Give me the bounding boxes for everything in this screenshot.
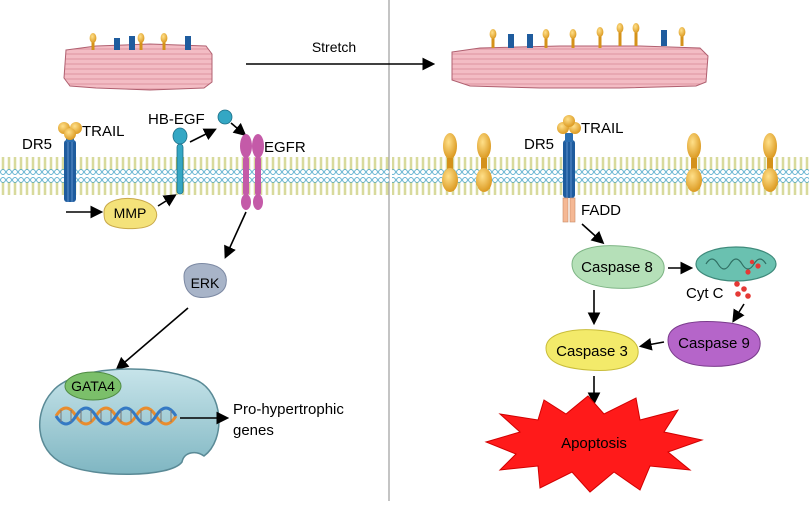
caspase3-node: Caspase 3 [545,329,639,371]
caspase3-label: Caspase 3 [556,343,628,360]
dr5-receptor-right [563,133,575,198]
trail-label-right: TRAIL [581,120,624,137]
trail-ligand-right [557,115,581,134]
egfr-label: EGFR [264,139,306,156]
arrow-erk-to-gata4 [115,307,189,371]
genes-label-line1: Pro-hypertrophic [233,401,344,418]
muscle-fiber-right [451,23,709,89]
receptor-row-right [489,23,686,48]
apoptosis-label: Apoptosis [561,435,627,452]
hb-egf-soluble [217,109,233,125]
arrow-fadd-to-caspase8 [581,223,605,245]
arrow-cytc-to-caspase9 [732,303,745,323]
mmp-node: MMP [103,198,158,230]
fadd-adaptor [562,197,576,223]
egfr-receptor [240,134,264,210]
cytc-dots [734,281,751,299]
trail-label-left: TRAIL [82,123,125,140]
genes-label-line2: genes [233,422,274,439]
gata4-node: GATA4 [64,371,122,401]
hb-egf-label: HB-EGF [148,111,205,128]
stretch-label: Stretch [312,39,356,55]
stretch-arrow: Stretch [246,39,436,71]
orange-receptor-3 [686,133,702,192]
mitochondrion [695,246,777,282]
dna-helix [54,406,178,426]
cell-membrane-left [0,151,389,195]
arrow-soluble-to-egfr [230,122,247,137]
arrow-egfr-to-erk [224,211,247,259]
gata4-label: GATA4 [71,378,115,394]
orange-receptor-1 [442,133,458,192]
fadd-label: FADD [581,202,621,219]
trail-ligand-left [58,122,82,140]
caspase8-label: Caspase 8 [581,259,653,276]
arrow-hbegf-to-soluble [189,128,217,143]
muscle-fiber-left [63,33,213,91]
receptor-row-left [89,33,191,50]
orange-receptor-4 [762,133,778,192]
caspase9-node: Caspase 9 [667,321,761,367]
erk-label: ERK [191,275,220,291]
caspase9-label: Caspase 9 [678,335,750,352]
caspase8-node: Caspase 8 [571,245,665,289]
erk-node: ERK [183,263,227,298]
apoptosis-burst: Apoptosis [484,395,704,493]
dr5-label-left: DR5 [22,136,52,153]
dr5-receptor-left [64,133,76,202]
orange-receptor-2 [476,133,492,192]
mmp-label: MMP [114,205,147,221]
hb-egf-precursor [172,127,188,195]
cell-membrane-right [392,151,809,195]
arrow-mmp-to-hbegf [157,194,177,207]
dr5-label-right: DR5 [524,136,554,153]
cytc-label: Cyt C [686,285,724,302]
arrow-caspase9-to-caspase3 [638,337,665,351]
